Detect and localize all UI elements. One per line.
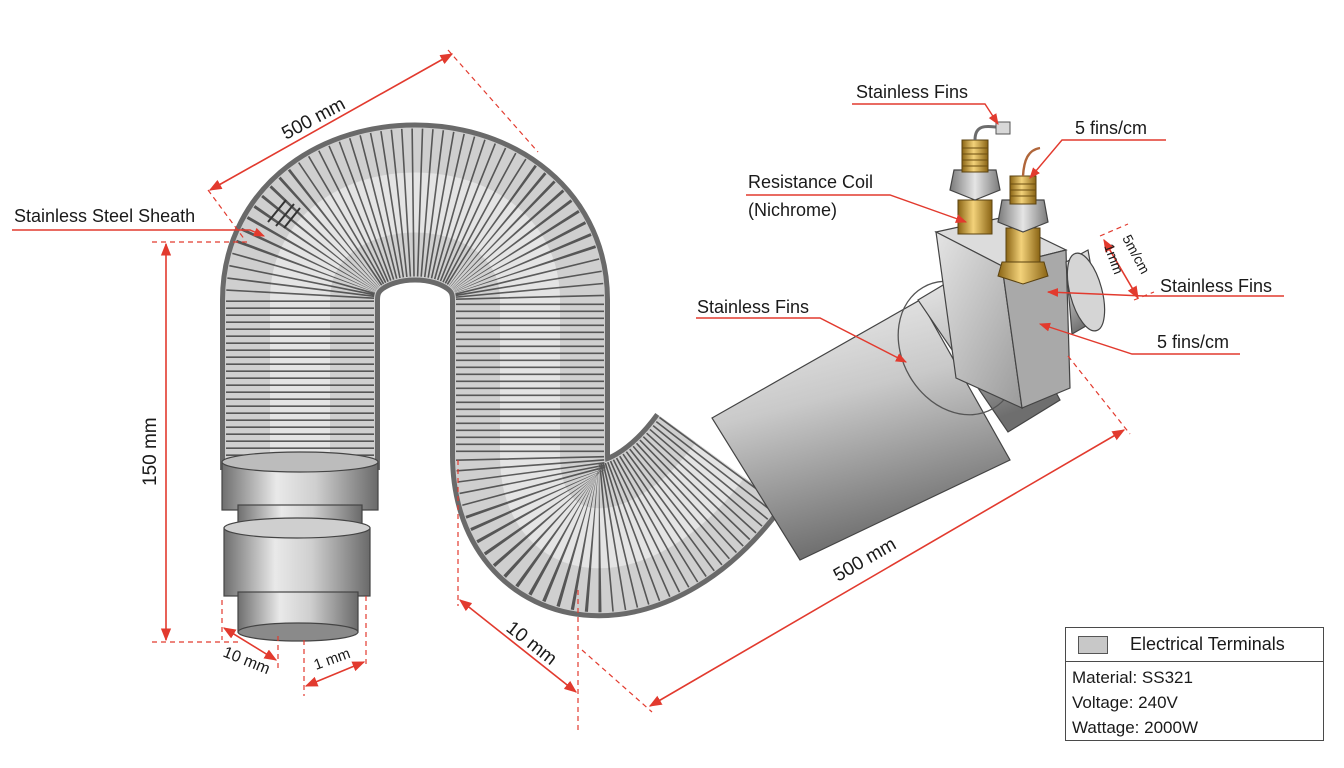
dim-bottom-right: 500 mm [830, 534, 900, 587]
legend-voltage: Voltage: 240V [1072, 693, 1178, 712]
dim-bottom-middle: 10 mm [502, 617, 561, 669]
legend-title: Electrical Terminals [1130, 634, 1285, 654]
legend-header: Electrical Terminals [1066, 628, 1323, 662]
legend-swatch [1078, 635, 1108, 654]
leader-lines [12, 103, 1284, 363]
legend-wattage: Wattage: 2000W [1072, 718, 1198, 737]
label-small-rotated-2: 1mm [1101, 242, 1127, 277]
label-stainless-steel-sheath: Stainless Steel Sheath [14, 206, 195, 226]
label-nichrome: (Nichrome) [748, 200, 837, 220]
label-fins-per-cm-right: 5 fins/cm [1157, 332, 1229, 352]
legend-box: Electrical Terminals Material: SS321 Vol… [1065, 627, 1324, 741]
electrical-terminal-right [997, 146, 1049, 285]
electrical-terminal-left [949, 121, 1011, 235]
dim-height: 150 mm [140, 417, 161, 486]
heater-body [220, 121, 1106, 642]
label-fins-per-cm-top: 5 fins/cm [1075, 118, 1147, 138]
corrugation-ribs [226, 128, 780, 613]
label-stainless-fins-top: Stainless Fins [856, 82, 968, 102]
label-stainless-fins-right: Stainless Fins [1160, 276, 1272, 296]
label-resistance-coil: Resistance Coil [748, 172, 873, 192]
legend-material: Material: SS321 [1072, 668, 1193, 687]
dimension-lines [152, 49, 1155, 732]
label-stainless-fins-middle: Stainless Fins [697, 297, 809, 317]
dim-bottom-left: 10 mm [221, 644, 273, 678]
